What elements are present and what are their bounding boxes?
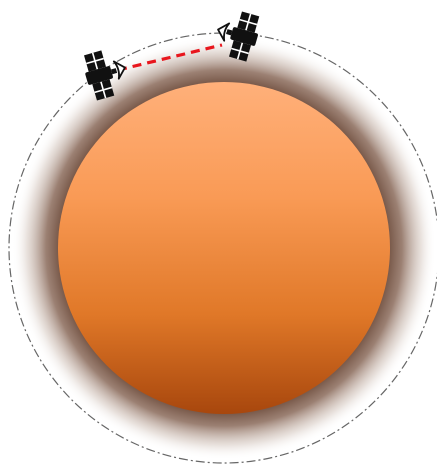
planet bbox=[58, 82, 390, 414]
antenna-dish-icon bbox=[112, 60, 126, 80]
solar-panel bbox=[92, 79, 115, 101]
solar-panel bbox=[84, 50, 106, 72]
satellite-body bbox=[85, 66, 113, 85]
antenna-dish-icon bbox=[217, 22, 231, 42]
satellite-right bbox=[217, 11, 260, 62]
inter-satellite-link bbox=[117, 43, 223, 72]
satellite-left bbox=[84, 50, 126, 101]
orbit bbox=[8, 32, 437, 464]
solar-panel bbox=[237, 11, 260, 33]
solar-panel bbox=[229, 40, 251, 62]
satellite-body bbox=[230, 27, 258, 46]
